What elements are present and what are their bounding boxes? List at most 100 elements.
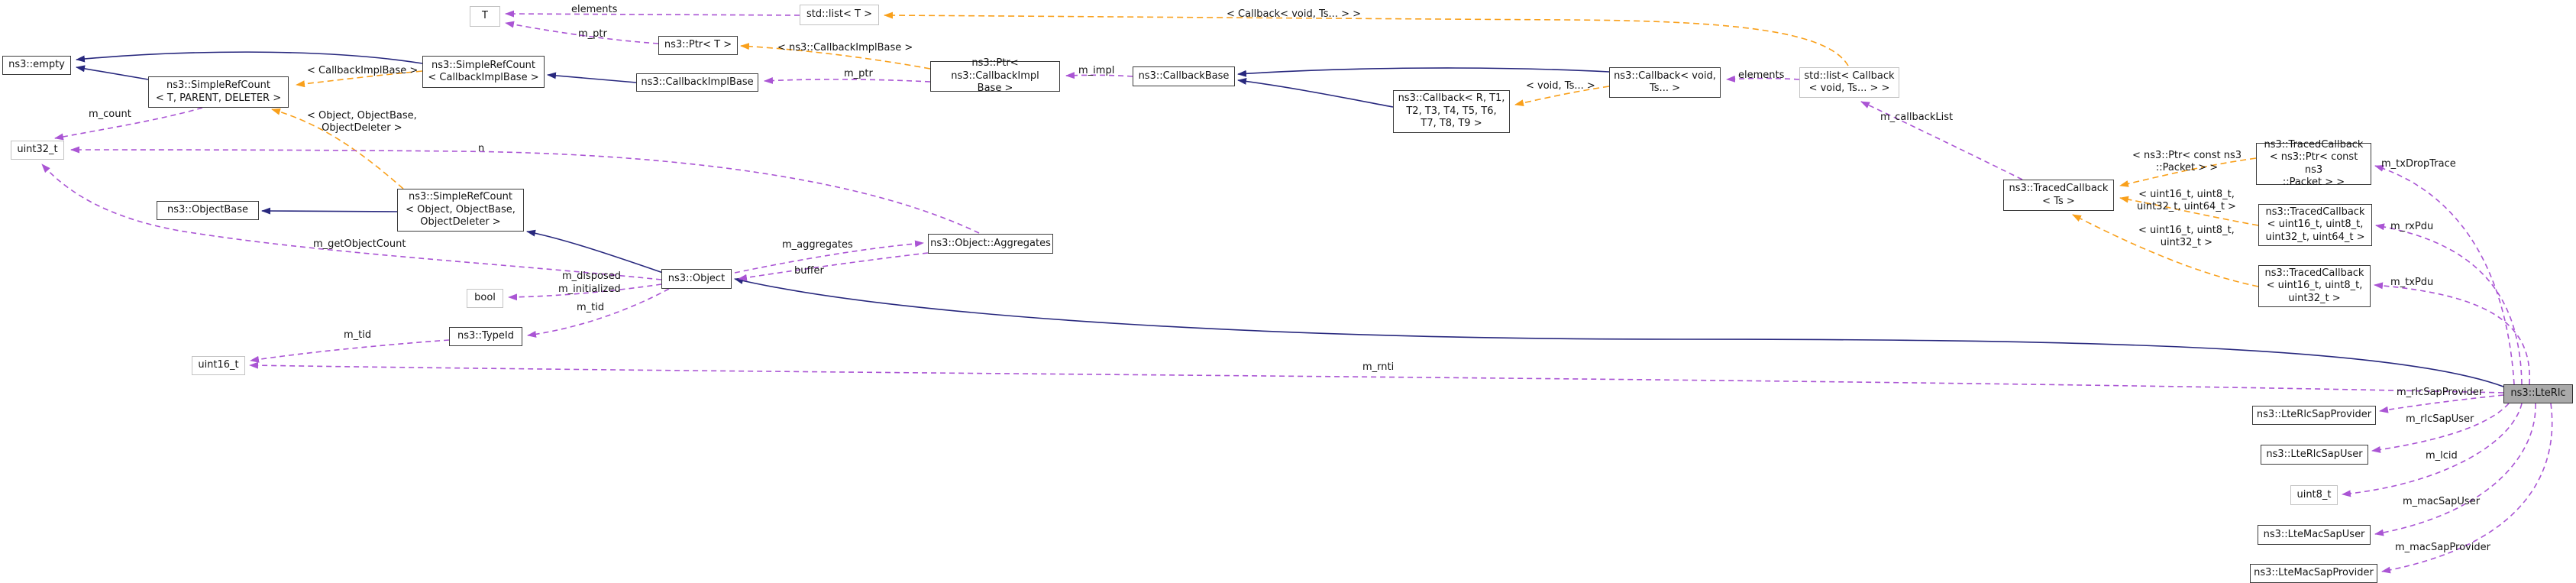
edge-n [70, 146, 980, 234]
edge-tpl-callbackVoid [1514, 86, 1610, 107]
edge-label-tpl-listcallback: < Callback< void, Ts... > > [1227, 8, 1361, 20]
edge-callbackR-callbackbase [1237, 77, 1394, 108]
edge-label-mmacsapuser: m_macSapUser [2403, 496, 2481, 507]
edge-mdisposed [508, 283, 662, 301]
edge-mgetobjectcount [41, 164, 662, 280]
edge-srcCib-empty [76, 51, 423, 64]
edge-label-mtid-object: m_tid [577, 302, 605, 313]
edge-tpl-srcCib [296, 70, 423, 88]
edge-tpl-tc64 [2119, 196, 2259, 226]
edge-object-srcObject [526, 229, 664, 274]
class-node-ns3-typeid[interactable]: ns3::TypeId [449, 327, 522, 346]
edge-buffer [738, 252, 929, 281]
edge-tpl-tcPacket [2119, 157, 2257, 187]
class-node-ns3-object-aggregates[interactable]: ns3::Object::Aggregates [928, 234, 1053, 254]
edge-label-tpl-srcobject: < Object, ObjectBase, ObjectDeleter > [307, 110, 417, 134]
class-node-ns3-ptr-callbackimplbase[interactable]: ns3::Ptr< ns3::CallbackImpl Base > [930, 57, 1060, 94]
edge-label-buffer: buffer [794, 265, 824, 277]
edge-mrlcsapuser [2371, 403, 2510, 453]
edge-label-mptr-cib: m_ptr [844, 68, 873, 79]
edge-mcallbacklist [1860, 101, 2023, 180]
class-node-simplerefcount-callbackimplbase[interactable]: ns3::SimpleRefCount < CallbackImplBase > [422, 56, 545, 88]
edge-tpl-srcObject [271, 108, 404, 189]
class-node-t[interactable]: T [470, 6, 500, 27]
class-node-tracedcallback-packet[interactable]: ns3::TracedCallback < ns3::Ptr< const ns… [2256, 139, 2371, 188]
class-node-ns3-callbackimplbase[interactable]: ns3::CallbackImplBase [636, 73, 758, 92]
edge-label-tpl-tcpacket: < ns3::Ptr< const ns3 ::Packet > > [2132, 150, 2241, 173]
edge-label-maggregates: m_aggregates [782, 239, 853, 251]
edge-maggregates [734, 240, 924, 274]
class-node-ns3-ltemacsapprovider[interactable]: ns3::LteMacSapProvider [2250, 564, 2377, 583]
class-node-std-list-callback[interactable]: std::list< Callback < void, Ts... > > [1799, 67, 1899, 98]
edge-label-mtxpdu: m_txPdu [2390, 277, 2434, 288]
edge-mtid-typeid [250, 339, 450, 363]
edge-tpl-listCallback [884, 11, 1849, 66]
edge-elements-t [505, 10, 800, 18]
edge-label-mrxpdu: m_rxPdu [2390, 221, 2434, 232]
class-node-simplerefcount-object[interactable]: ns3::SimpleRefCount < Object, ObjectBase… [397, 189, 524, 232]
edge-label-mmacsapprovider: m_macSapProvider [2395, 542, 2490, 553]
class-node-simplerefcount-template[interactable]: ns3::SimpleRefCount < T, PARENT, DELETER… [148, 76, 289, 108]
edge-label-mtxdroptrace: m_txDropTrace [2381, 158, 2456, 170]
edge-srcT-empty [76, 65, 149, 80]
edge-tpl-tc32 [2072, 214, 2259, 287]
class-node-uint32-t[interactable]: uint32_t [11, 141, 64, 160]
class-node-ns3-empty[interactable]: ns3::empty [2, 56, 71, 75]
edge-mtxpdu [2374, 282, 2530, 385]
class-node-ns3-callback-void[interactable]: ns3::Callback< void, Ts... > [1609, 67, 1721, 98]
edge-elements-callbackVoid [1726, 75, 1800, 83]
edge-mrxpdu [2375, 223, 2523, 385]
class-node-tracedcallback-uint32[interactable]: ns3::TracedCallback < uint16_t, uint8_t,… [2258, 265, 2371, 307]
edge-cib-srcCib [547, 72, 637, 83]
class-node-ns3-callback-r[interactable]: ns3::Callback< R, T1, T2, T3, T4, T5, T6… [1393, 90, 1510, 133]
edge-tpl-ptrCib [740, 43, 931, 70]
class-node-uint8-t[interactable]: uint8_t [2290, 485, 2338, 505]
edge-label-mcount: m_count [89, 109, 131, 120]
edge-label-mtid-typeid: m_tid [344, 329, 372, 341]
edge-label-mimpl: m_impl [1078, 65, 1115, 76]
class-node-ns3-lterlc[interactable]: ns3::LteRlc [2503, 384, 2573, 403]
edge-callbackVoid-callbackbase [1237, 67, 1610, 77]
edge-label-tpl-tc64: < uint16_t, uint8_t, uint32_t, uint64_t … [2137, 189, 2236, 212]
edge-label-tpl-srccib: < CallbackImplBase > [307, 65, 419, 76]
class-node-tracedcallback-ts[interactable]: ns3::TracedCallback < Ts > [2003, 180, 2114, 211]
class-node-bool[interactable]: bool [467, 289, 503, 308]
class-node-ns3-lterlcsapuser[interactable]: ns3::LteRlcSapUser [2261, 445, 2368, 465]
edge-mptr-cib [764, 76, 931, 84]
edge-label-mlcid: m_lcid [2426, 450, 2458, 462]
edge-label-elements-callback: elements [1738, 70, 1785, 81]
edge-mimpl [1065, 72, 1133, 79]
edge-mmacsapuser [2374, 403, 2536, 536]
edge-mtid-object [527, 288, 670, 338]
edge-label-elements-t: elements [571, 4, 618, 15]
edge-label-mrlcsapuser: m_rlcSapUser [2406, 413, 2474, 425]
edge-lterlc-object [734, 277, 2504, 387]
edge-mmacsapprovider [2381, 403, 2553, 574]
class-node-ns3-lterlcsapprovider[interactable]: ns3::LteRlcSapProvider [2252, 406, 2376, 425]
edge-label-mdisposed: m_disposed [562, 270, 622, 282]
edge-mrlcsapprovider [2379, 394, 2504, 413]
class-node-uint16-t[interactable]: uint16_t [192, 356, 245, 375]
edge-label-mptr-t: m_ptr [578, 28, 607, 40]
edge-label-mrnti: m_rnti [1362, 361, 1395, 373]
edge-label-tpl-ptrcib: < ns3::CallbackImplBase > [777, 42, 913, 53]
class-node-ns3-ltemacsapuser[interactable]: ns3::LteMacSapUser [2258, 525, 2371, 545]
edge-srcObject-objectbase [261, 207, 398, 215]
class-node-ns3-object[interactable]: ns3::Object [661, 269, 732, 289]
edge-label-tpl-callbackvoid: < void, Ts... > [1526, 80, 1595, 92]
edge-label-minitialized: m_initialized [558, 283, 621, 295]
class-node-std-list-t[interactable]: std::list< T > [800, 5, 879, 25]
class-node-tracedcallback-uint64[interactable]: ns3::TracedCallback < uint16_t, uint8_t,… [2258, 204, 2372, 246]
class-node-ns3-callbackbase[interactable]: ns3::CallbackBase [1133, 66, 1235, 86]
class-node-ns3-objectbase[interactable]: ns3::ObjectBase [157, 201, 259, 220]
edge-mcount [54, 107, 203, 141]
class-node-ns3-ptr-t[interactable]: ns3::Ptr< T > [658, 36, 738, 55]
edge-label-mgetobjectcount: m_getObjectCount [313, 238, 406, 250]
edge-label-tpl-tc32: < uint16_t, uint8_t, uint32_t > [2138, 225, 2235, 248]
edge-mtxdroptrace [2374, 165, 2515, 385]
edge-label-n: n [478, 143, 485, 154]
edge-mptr-t [505, 21, 659, 44]
edge-label-mcallbacklist: m_callbackList [1880, 112, 1954, 123]
